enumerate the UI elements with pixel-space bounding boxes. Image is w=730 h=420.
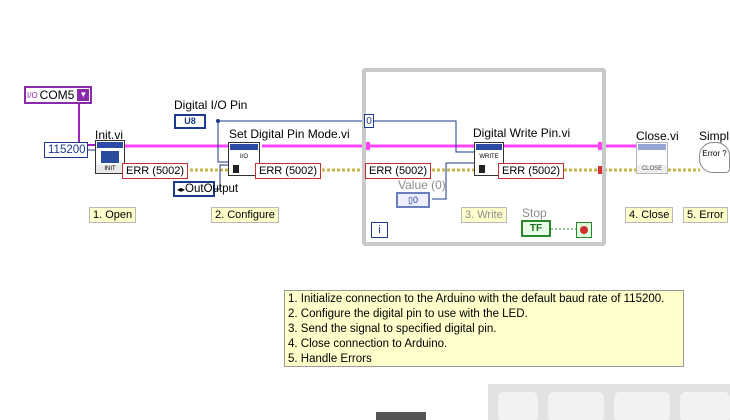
stop-label: Stop [522,206,547,220]
step-close-label: 4. Close [625,207,674,223]
error-indicator-set-mode: ERR (5002) [255,163,322,179]
error-indicator-loop-in: ERR (5002) [365,163,432,179]
error-handler-node[interactable]: Error ? [699,142,730,173]
pin-tunnel: 0 [364,114,374,128]
init-vi-label: Init.vi [95,128,124,142]
close-caption: CLOSE [637,165,667,173]
digital-write-vi-label: Digital Write Pin.vi [473,126,571,140]
comment-line-1: 1. Initialize connection to the Arduino … [288,293,665,305]
breadboard-image [488,384,730,420]
io-icon: I/O [27,90,38,100]
arduino-icon [101,151,119,163]
comment-line-4: 4. Close connection to Arduino. [288,338,448,350]
value-boolean-control[interactable]: ▯0 [396,192,430,208]
value-control-label: Value (0) [398,178,446,192]
set-mode-caption: I/O [239,154,248,160]
step-error-label: 5. Error [683,207,728,223]
pin-icon [233,165,239,173]
stop-condition-icon[interactable] [576,222,592,238]
comment-line-2: 2. Configure the digital pin to use with… [288,308,528,320]
enum-arrows-icon: ◂▸ [177,185,186,194]
error-indicator-write: ERR (5002) [498,163,565,179]
error-indicator-init: ERR (5002) [122,163,189,179]
set-mode-vi-node[interactable]: I/O [228,142,260,176]
close-vi-label: Close.vi [636,129,679,143]
baud-rate-constant[interactable]: 115200 [44,142,88,158]
step-write-label: 3. Write [461,207,507,223]
com-port-control[interactable]: I/O COM5 ▼ [24,86,93,104]
pulse-icon [479,165,485,173]
simple-error-label: Simpl [699,129,730,143]
error-caption: Error ? [702,149,727,158]
digital-io-pin-label: Digital I/O Pin [174,98,248,112]
loop-iteration-terminal: i [371,222,388,238]
wire-junction [216,119,220,123]
chevron-down-icon[interactable]: ▼ [77,89,90,101]
while-loop-frame[interactable] [362,68,606,246]
init-vi-node[interactable]: INIT [95,140,125,174]
close-vi-node[interactable]: CLOSE [636,142,668,174]
pin-mode-constant[interactable]: ◂▸OutOutput [173,181,238,197]
init-caption: INIT [96,165,124,173]
stop-control[interactable]: TF [521,220,551,237]
comment-line-3: 3. Send the signal to specified digital … [288,323,497,335]
instructions-comment: 1. Initialize connection to the Arduino … [284,290,684,367]
step-open-label: 1. Open [89,207,137,223]
com-port-value: COM5 [39,88,75,102]
set-mode-vi-label: Set Digital Pin Mode.vi [229,127,350,141]
dark-block [376,412,426,420]
step-configure-label: 2. Configure [211,207,279,223]
comment-line-5: 5. Handle Errors [288,353,372,365]
write-caption: WRITE [479,154,499,160]
digital-io-pin-control[interactable]: U8 [174,114,206,129]
